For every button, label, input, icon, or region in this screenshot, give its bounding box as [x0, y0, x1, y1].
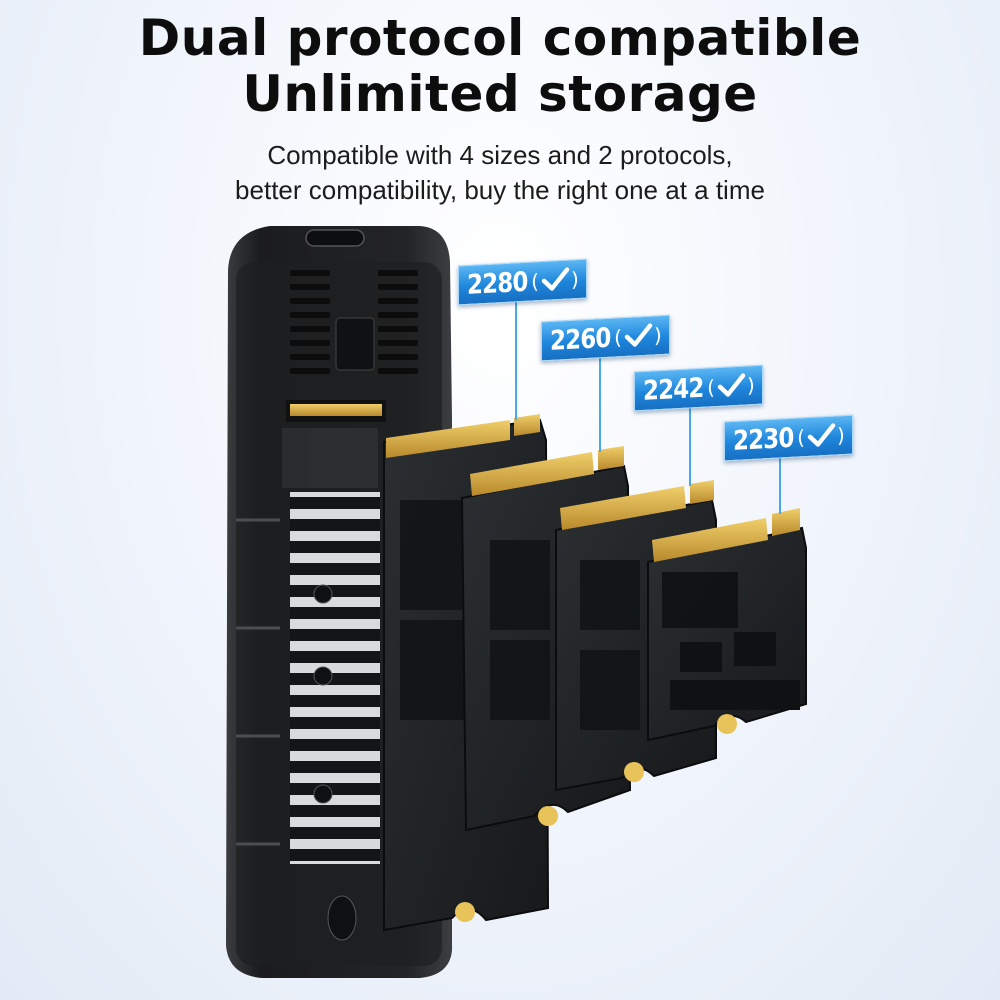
heatsink-fins	[290, 492, 380, 864]
tag-stem	[515, 300, 517, 420]
checkmark-icon	[541, 267, 570, 291]
size-tag-2280: 2280 ( )	[458, 258, 587, 306]
checkmark-icon	[717, 373, 746, 397]
tag-stem	[599, 356, 601, 452]
headline-line-2: Unlimited storage	[242, 65, 758, 123]
tag-stem	[689, 406, 691, 486]
tag-stem	[779, 456, 781, 514]
ssd-2230	[647, 508, 807, 742]
size-tag-2230: 2230 ( )	[724, 414, 853, 462]
size-label: 2260	[550, 322, 611, 357]
subtitle-line-2: better compatibility, buy the right one …	[235, 175, 765, 205]
size-tag-2260: 2260 ( )	[541, 314, 670, 362]
m2-slot	[290, 404, 382, 416]
usb-c-port	[305, 229, 365, 247]
checkmark-icon	[624, 323, 653, 347]
subtitle-line-1: Compatible with 4 sizes and 2 protocols,	[267, 140, 733, 170]
size-label: 2280	[467, 266, 528, 301]
checkmark-icon	[807, 423, 836, 447]
size-label: 2242	[643, 372, 704, 407]
size-label: 2230	[733, 422, 794, 457]
headline-line-1: Dual protocol compatible	[138, 9, 862, 67]
size-tag-2242: 2242 ( )	[634, 364, 763, 412]
controller-chip	[335, 317, 375, 371]
